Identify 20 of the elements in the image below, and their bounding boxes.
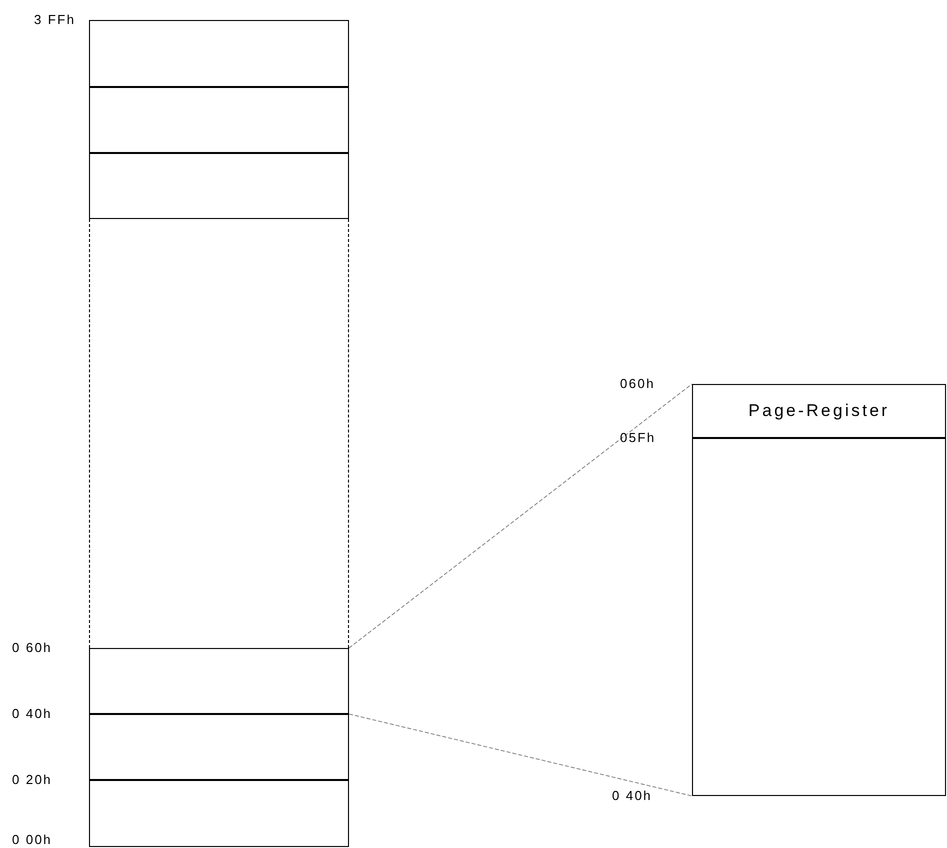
zoom-line (348, 714, 692, 796)
address-label: 0 00h (12, 832, 52, 847)
memory-gap (89, 219, 349, 648)
memory-cell (89, 87, 349, 153)
memory-cell (89, 648, 349, 714)
address-label: 0 60h (12, 640, 52, 655)
address-label: 3 FFh (34, 12, 76, 27)
memory-cell (89, 714, 349, 780)
register-box (692, 384, 946, 438)
register-label: Page-Register (747, 401, 891, 421)
address-label: 0 40h (12, 706, 52, 721)
memory-cell (89, 780, 349, 847)
memory-cell (692, 438, 946, 796)
memory-cell (89, 20, 349, 87)
address-label: 0 40h (612, 788, 652, 803)
address-label: 05Fh (620, 430, 656, 445)
address-label: 0 20h (12, 772, 52, 787)
memory-cell (89, 153, 349, 219)
address-label: 060h (620, 376, 655, 391)
zoom-line (348, 384, 692, 648)
